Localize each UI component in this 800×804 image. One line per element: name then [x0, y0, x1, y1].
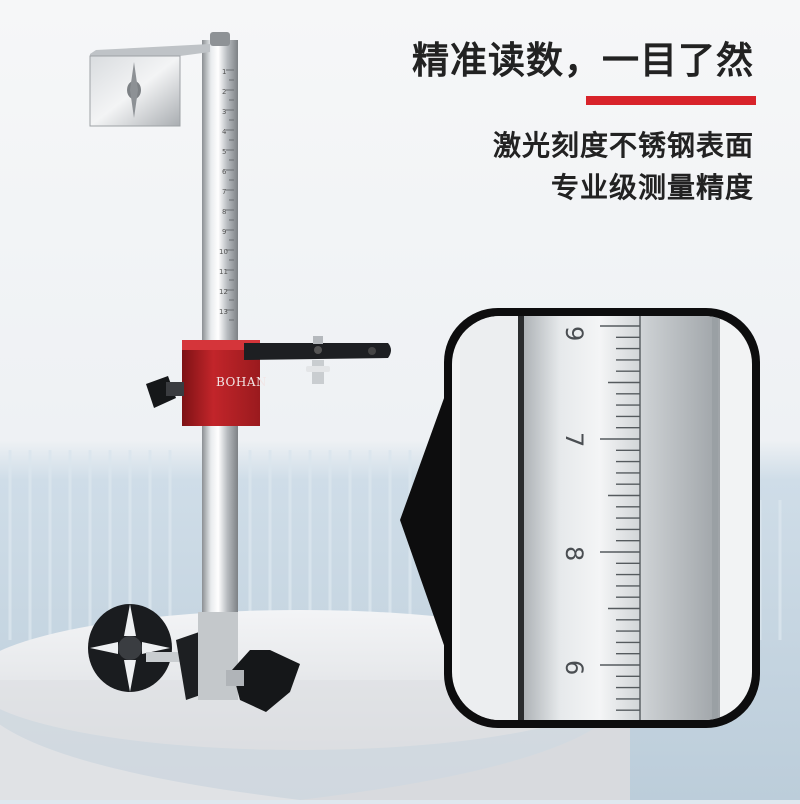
- laser-mount-arm: [244, 336, 391, 384]
- pole-num: 3: [222, 108, 226, 116]
- zoom-num-7: 7: [560, 432, 588, 447]
- side-knob: [146, 376, 184, 408]
- zoom-ruler-numbers: 9 7 8 6: [560, 326, 588, 675]
- zoom-detail-panel: [400, 308, 760, 728]
- zoom-num-6: 6: [560, 660, 588, 675]
- pole-num: 8: [222, 208, 226, 216]
- pole-num: 13: [219, 308, 228, 316]
- zoom-ruler-ticks: [600, 316, 641, 720]
- pole-num: 10: [219, 248, 228, 256]
- accent-bar: [586, 96, 756, 105]
- pole-num: 9: [222, 228, 226, 236]
- pole-num: 11: [219, 268, 228, 276]
- pole-num: 1: [222, 68, 226, 76]
- bottom-clamp: [88, 604, 300, 712]
- pole-num: 5: [222, 148, 226, 156]
- pole-num: 4: [222, 128, 227, 136]
- headline: 精准读数，一目了然: [412, 39, 754, 82]
- zoom-num-9: 9: [560, 326, 588, 341]
- subtitle-line-2: 专业级测量精度: [550, 171, 754, 204]
- pole-num: 12: [219, 288, 228, 296]
- pole-num: 6: [222, 168, 227, 176]
- top-mirror-bracket: [89, 44, 210, 127]
- pole-ruler-numbers: 1 2 3 4 5 6 7 8 9 10 11 12 13: [219, 68, 228, 316]
- pole-num: 2: [222, 88, 226, 96]
- pole-ruler-ticks: [226, 69, 234, 321]
- brand-logo-text: BOHAN: [216, 375, 268, 389]
- pole-num: 7: [222, 188, 226, 196]
- zoom-num-8: 8: [560, 546, 588, 561]
- subtitle-line-1: 激光刻度不锈钢表面: [492, 129, 754, 162]
